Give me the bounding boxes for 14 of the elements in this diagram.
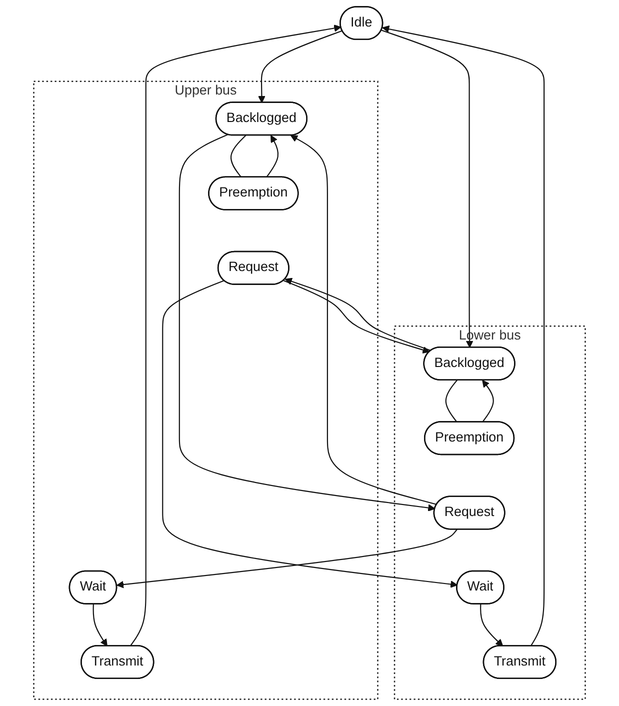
arrow [116, 529, 458, 588]
connector [230, 135, 246, 178]
connector [445, 380, 458, 423]
arrow [480, 604, 504, 646]
arrow [130, 24, 342, 646]
arrow [290, 135, 437, 506]
arrow [266, 135, 279, 178]
arrow [178, 134, 436, 512]
arrow [92, 604, 108, 646]
arrow [381, 30, 474, 348]
arrow [382, 25, 545, 646]
arrow [162, 280, 458, 588]
arrow [482, 380, 494, 422]
arrow [258, 30, 342, 104]
